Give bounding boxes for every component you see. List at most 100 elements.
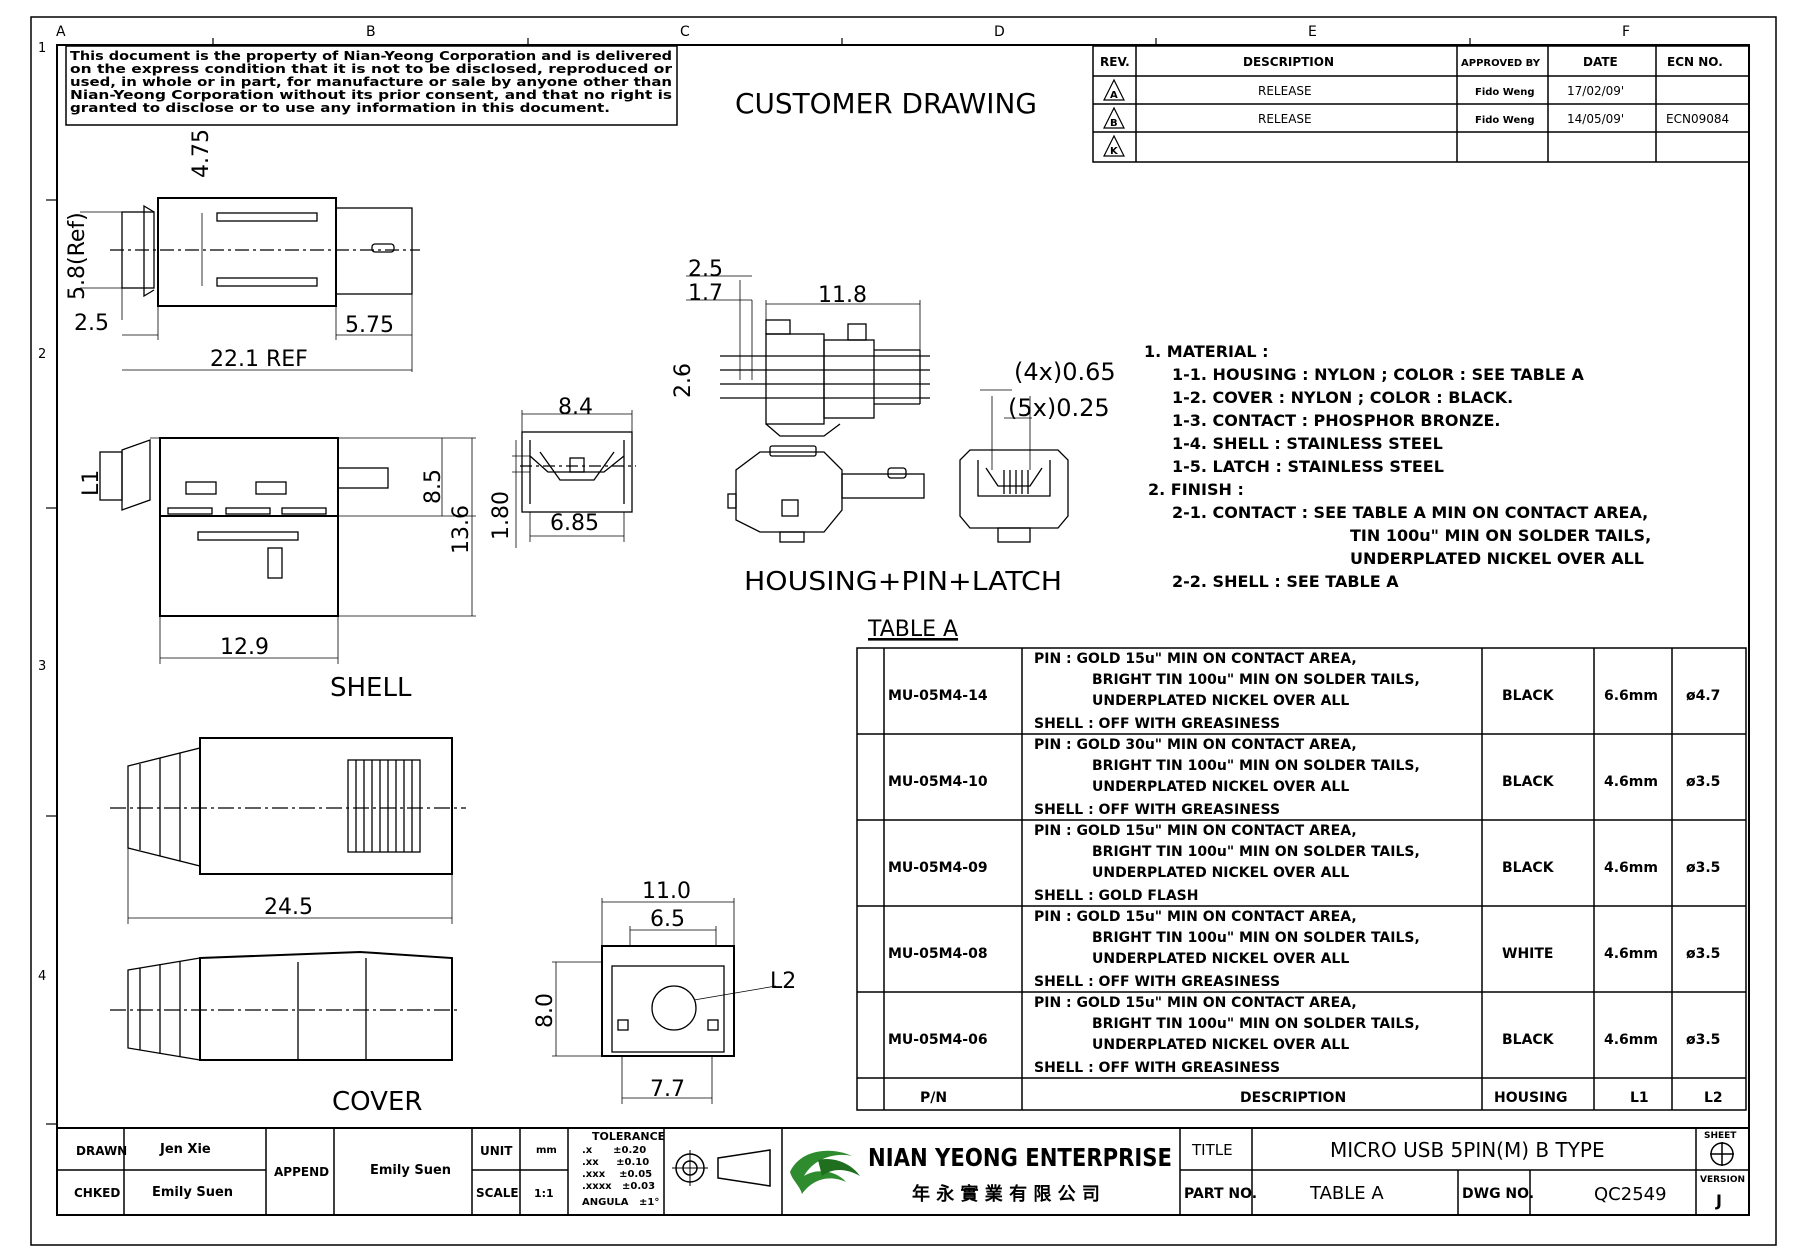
table-a-header-housing: HOUSING: [1494, 1090, 1568, 1106]
cover-side-view: [110, 950, 460, 1061]
table-a-row-2-pin-2: BRIGHT TIN 100u" MIN ON SOLDER TAILS,: [1092, 758, 1420, 774]
dim-l1: L1: [79, 470, 104, 496]
rev-row-2-description: RELEASE: [1258, 112, 1312, 126]
rev-row-3-rev: K: [1110, 146, 1119, 157]
zone-number-2: 2: [38, 347, 46, 362]
disclaimer-line-5: granted to disclose or to use any inform…: [70, 101, 610, 115]
dim-housing-1-7: 1.7: [688, 281, 723, 306]
table-a-border: [856, 647, 1747, 1111]
tb-append: Emily Suen: [370, 1163, 451, 1178]
zone-ticks: [46, 38, 1471, 1125]
table-a-row-4-pin-1: PIN : GOLD 15u" MIN ON CONTACT AREA,: [1034, 909, 1357, 925]
table-a-row-3-l2: ø3.5: [1686, 860, 1720, 876]
note-1-5: 1-5. LATCH : STAINLESS STEEL: [1172, 457, 1444, 476]
dim-12-9: 12.9: [220, 635, 269, 660]
tb-partno: TABLE A: [1309, 1183, 1384, 1204]
table-a-row-5-l1: 4.6mm: [1604, 1032, 1658, 1048]
rev-row-1-description: RELEASE: [1258, 84, 1312, 98]
note-2-1: 2-1. CONTACT : SEE TABLE A MIN ON CONTAC…: [1172, 503, 1648, 522]
note-2-1-c: UNDERPLATED NICKEL OVER ALL: [1350, 549, 1644, 568]
note-1-3: 1-3. CONTACT : PHOSPHOR BRONZE.: [1172, 411, 1501, 430]
disclaimer-line-1: This document is the property of Nian-Ye…: [70, 49, 672, 63]
tb-scale: 1:1: [534, 1187, 554, 1200]
rev-header-rev: REV.: [1100, 55, 1130, 69]
dim-7-7: 7.7: [650, 1077, 685, 1102]
zone-letter-f: F: [1622, 24, 1630, 40]
cover-end-view: [552, 898, 777, 1104]
projection-symbol-icon: [672, 1149, 771, 1187]
dim-24-5: 24.5: [264, 895, 313, 920]
rev-header-ecn: ECN NO.: [1667, 55, 1723, 69]
table-a-row-4-housing: WHITE: [1502, 946, 1553, 962]
note-1: 1. MATERIAL :: [1144, 342, 1269, 361]
table-a-row-4-pn: MU-05M4-08: [888, 946, 988, 962]
tb-dwg-label: DWG NO.: [1462, 1186, 1534, 1202]
table-a-row-3-housing: BLACK: [1502, 860, 1555, 876]
table-a-grid: [856, 647, 1747, 1111]
table-a-row-1-pin-1: PIN : GOLD 15u" MIN ON CONTACT AREA,: [1034, 651, 1357, 667]
table-a-row-1-pin-3: UNDERPLATED NICKEL OVER ALL: [1092, 693, 1349, 709]
tb-tolerance-4: .xxxx ±0.03: [582, 1181, 655, 1192]
note-1-2: 1-2. COVER : NYLON ; COLOR : BLACK.: [1172, 388, 1513, 407]
dim-5-8-ref: 5.8(Ref): [65, 212, 90, 300]
table-a-row-2-pin-1: PIN : GOLD 30u" MIN ON CONTACT AREA,: [1034, 737, 1357, 753]
zone-numbers: 1 2 3 4: [38, 41, 46, 984]
table-a-row-2-shell: SHELL : OFF WITH GREASINESS: [1034, 802, 1280, 818]
dim-housing-2-5: 2.5: [688, 257, 723, 282]
tb-company-cn: 年 永 實 業 有 限 公 司: [912, 1183, 1100, 1205]
dim-13-6: 13.6: [449, 505, 474, 554]
company-logo-icon: [790, 1150, 860, 1194]
revision-table: [1092, 45, 1750, 163]
table-a-row-2-pin-3: UNDERPLATED NICKEL OVER ALL: [1092, 779, 1349, 795]
note-2-1-b: TIN 100u" MIN ON SOLDER TAILS,: [1350, 526, 1651, 545]
table-a-row-5-l2: ø3.5: [1686, 1032, 1720, 1048]
note-1-4: 1-4. SHELL : STAINLESS STEEL: [1172, 434, 1443, 453]
tb-dwg: QC2549: [1594, 1184, 1667, 1205]
rev-row-1-approved: Fido Weng: [1475, 87, 1535, 98]
zone-letter-b: B: [366, 24, 376, 40]
tb-append-label: APPEND: [274, 1165, 329, 1179]
disclaimer-box: [65, 45, 678, 126]
table-a-row-5-housing: BLACK: [1502, 1032, 1555, 1048]
tb-partno-label: PART NO.: [1184, 1186, 1257, 1202]
rev-row-1-date: 17/02/09': [1567, 84, 1624, 98]
table-a-row-5-pin-2: BRIGHT TIN 100u" MIN ON SOLDER TAILS,: [1092, 1016, 1420, 1032]
tb-title-label: TITLE: [1191, 1141, 1233, 1159]
zone-letter-a: A: [56, 24, 66, 40]
tb-tolerance-1: .x ±0.20: [582, 1145, 646, 1156]
table-a-row-1-housing: BLACK: [1502, 688, 1555, 704]
table-a-row-2-l1: 4.6mm: [1604, 774, 1658, 790]
tb-tolerance-5: ANGULA ±1°: [582, 1197, 659, 1208]
dim-2-5-top: 2.5: [74, 311, 109, 336]
note-1-1: 1-1. HOUSING : NYLON ; COLOR : SEE TABLE…: [1172, 365, 1585, 384]
dim-11-0: 11.0: [642, 879, 691, 904]
rev-triangle-a: [1103, 78, 1125, 101]
housing-end-view: [959, 389, 1069, 543]
dim-4-75: 4.75: [189, 129, 214, 178]
dim-1-80: 1.80: [489, 491, 514, 540]
table-a-text: MU-05M4-14 PIN : GOLD 15u" MIN ON CONTAC…: [888, 651, 1723, 1106]
rev-triangle-b: [1103, 106, 1125, 129]
rev-row-2-ecn: ECN09084: [1666, 112, 1729, 126]
tb-tolerance-2: .xx ±0.10: [582, 1157, 649, 1168]
table-a-row-5-pin-1: PIN : GOLD 15u" MIN ON CONTACT AREA,: [1034, 995, 1357, 1011]
table-a-row-3-pin-2: BRIGHT TIN 100u" MIN ON SOLDER TAILS,: [1092, 844, 1420, 860]
dim-2-6: 2.6: [671, 363, 696, 398]
dim-4x-0-65: (4x)0.65: [1014, 358, 1116, 386]
table-a-row-1-pn: MU-05M4-14: [888, 688, 988, 704]
housing-top-view: [686, 275, 930, 437]
dim-8-0: 8.0: [533, 993, 558, 1028]
table-a-row-4-pin-3: UNDERPLATED NICKEL OVER ALL: [1092, 951, 1349, 967]
table-a-row-4-pin-2: BRIGHT TIN 100u" MIN ON SOLDER TAILS,: [1092, 930, 1420, 946]
table-a-row-5-pn: MU-05M4-06: [888, 1032, 988, 1048]
tb-drawn: Jen Xie: [159, 1142, 211, 1157]
table-a-title: TABLE A: [867, 617, 958, 642]
table-a-row-5-shell: SHELL : OFF WITH GREASINESS: [1034, 1060, 1280, 1076]
table-a-header-description: DESCRIPTION: [1240, 1090, 1346, 1106]
zone-letter-c: C: [680, 24, 690, 40]
table-a-row-2-l2: ø3.5: [1686, 774, 1720, 790]
tb-unit-label: UNIT: [480, 1144, 513, 1158]
zone-number-1: 1: [38, 41, 46, 56]
rev-triangle-k: [1103, 134, 1125, 157]
